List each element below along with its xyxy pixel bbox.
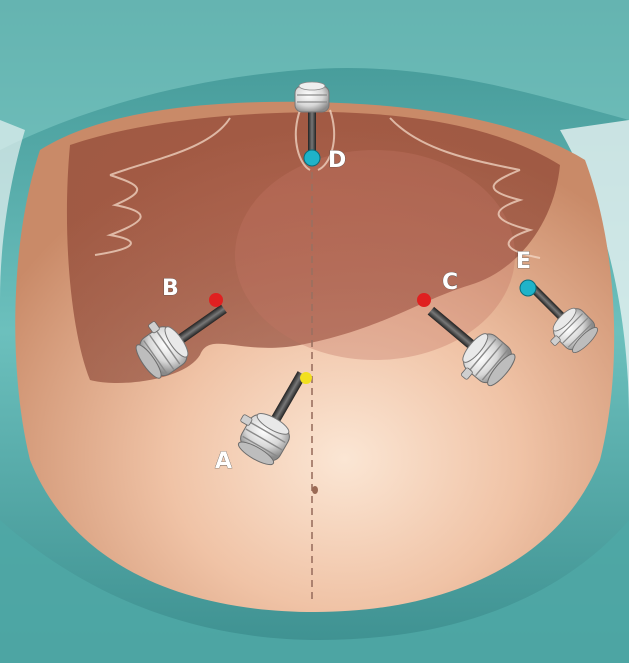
port-b-tip: [209, 293, 223, 307]
port-label-e: E: [516, 249, 531, 274]
port-label-b: B: [162, 276, 179, 301]
port-d-tip: [304, 150, 320, 166]
umbilicus: [312, 486, 318, 494]
port-label-c: C: [442, 270, 458, 295]
port-label-a: A: [215, 449, 232, 474]
port-a-tip: [300, 372, 312, 384]
port-label-d: D: [328, 148, 346, 173]
port-c-tip: [417, 293, 431, 307]
port-e-tip: [520, 280, 536, 296]
stomach-overlay: [235, 150, 515, 360]
